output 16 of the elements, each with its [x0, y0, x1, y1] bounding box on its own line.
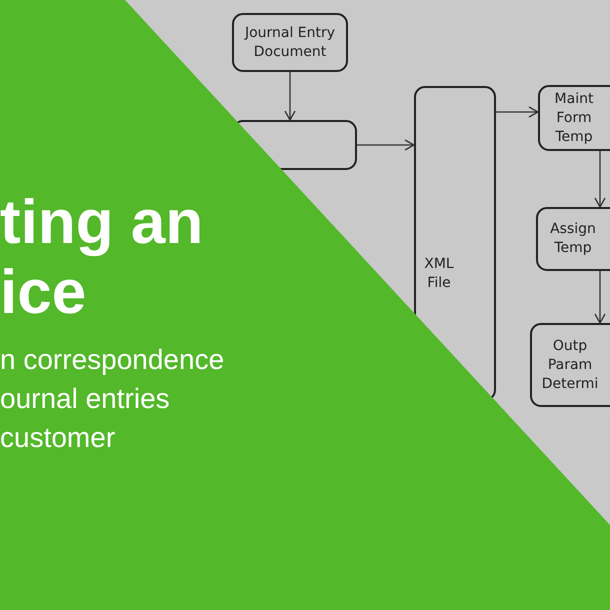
- process-box: [232, 13, 348, 72]
- banner-subtitle: n correspondence ournal entries customer: [0, 343, 226, 455]
- node-text: Assign Temp: [549, 220, 597, 258]
- process-box: [530, 323, 610, 407]
- arrow: [594, 151, 606, 208]
- node-text: Maint Form Temp: [554, 90, 594, 146]
- process-box: [538, 85, 610, 151]
- node-text: Journal Entry Document: [243, 24, 336, 62]
- arrow: [357, 139, 415, 151]
- process-box: [536, 207, 610, 271]
- node-text: Outp Param Determi: [540, 336, 600, 394]
- arrow: [496, 106, 539, 118]
- banner-heading: ting an ice: [0, 188, 204, 328]
- arrow: [594, 271, 606, 324]
- arrow: [284, 72, 296, 121]
- node-text: XML File: [423, 254, 455, 292]
